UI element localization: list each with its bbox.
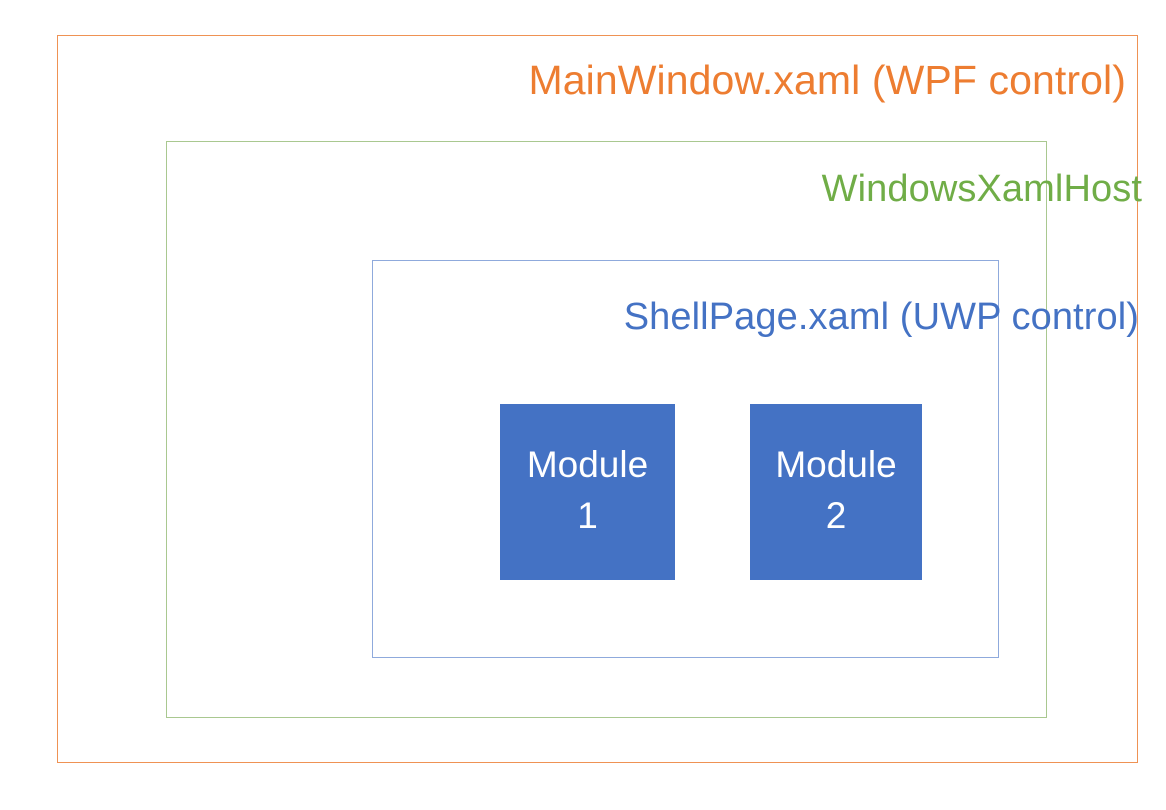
module-block-1: Module 1 [500,404,675,580]
layer-caption-mainwindow: MainWindow.xaml (WPF control) [528,57,1126,103]
module-block-2: Module 2 [750,404,922,580]
layer-box-shellpage [372,260,999,658]
module-1-index: 1 [577,495,598,536]
module-2-name: Module [775,443,897,485]
layer-caption-shellpage: ShellPage.xaml (UWP control) [623,296,1139,338]
layer-box-windowsxamlhost [166,141,1047,718]
layer-box-mainwindow [57,35,1138,763]
layer-caption-windowsxamlhost: WindowsXamlHost [821,168,1142,210]
module-2-index: 2 [825,495,847,536]
module-1-name: Module [526,443,649,485]
